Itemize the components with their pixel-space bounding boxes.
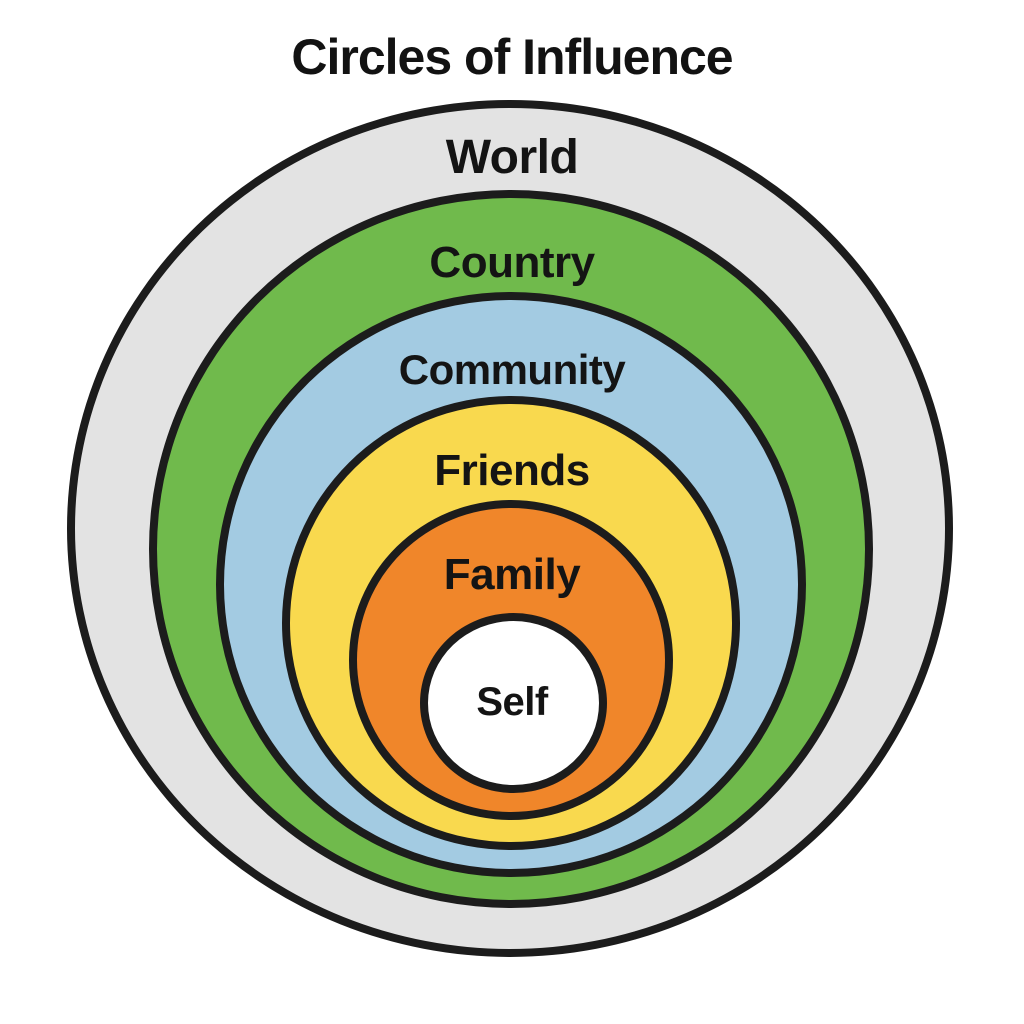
self-circle <box>420 613 607 793</box>
diagram-title: Circles of Influence <box>291 29 733 85</box>
